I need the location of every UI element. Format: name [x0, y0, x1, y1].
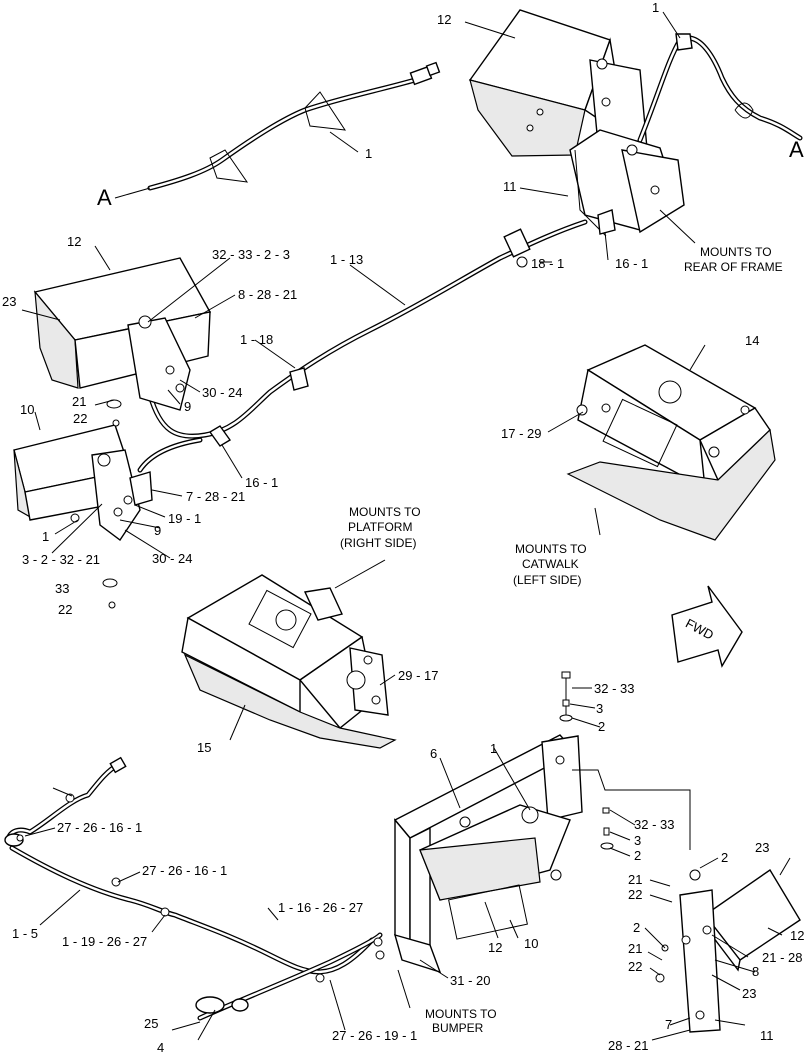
- callout-1d: 1: [490, 741, 497, 756]
- callout-10b: 10: [524, 936, 538, 951]
- callout-23c: 23: [742, 986, 756, 1001]
- callout-30-24a: 30 - 24: [202, 385, 242, 400]
- note-catwalk-line3: (LEFT SIDE): [513, 573, 581, 587]
- callout-1-16-26-27: 1 - 16 - 26 - 27: [278, 900, 363, 915]
- callout-1-13: 1 - 13: [330, 252, 363, 267]
- left-lower-lamp: [13, 424, 153, 542]
- note-platform-line3: (RIGHT SIDE): [340, 536, 416, 550]
- callout-27-26-16-1b: 27 - 26 - 16 - 1: [142, 863, 227, 878]
- callout-15: 15: [197, 740, 211, 755]
- callout-2d: 2: [633, 920, 640, 935]
- note-catwalk-line1: MOUNTS TO: [515, 542, 587, 556]
- mount-notes: MOUNTS TO REAR OF FRAME MOUNTS TO PLATFO…: [340, 245, 783, 1035]
- callout-12a: 12: [437, 12, 451, 27]
- callout-16-1b: 16 - 1: [245, 475, 278, 490]
- callout-30-24b: 30 - 24: [152, 551, 192, 566]
- callout-33a: 33: [55, 581, 69, 596]
- callout-11b: 11: [760, 1028, 774, 1043]
- callout-8-28-21: 8 - 28 - 21: [238, 287, 297, 302]
- callout-18-1: 18 - 1: [531, 256, 564, 271]
- callout-19-1: 19 - 1: [168, 511, 201, 526]
- callout-25: 25: [144, 1016, 158, 1031]
- callout-3a: 3: [596, 701, 603, 716]
- callout-17-29: 17 - 29: [501, 426, 541, 441]
- callout-A-left: A: [97, 185, 112, 210]
- callout-27-26-16-1a: 27 - 26 - 16 - 1: [57, 820, 142, 835]
- callout-16-1a: 16 - 1: [615, 256, 648, 271]
- callout-12b: 12: [67, 234, 81, 249]
- top-right-harness: [637, 33, 803, 143]
- note-bumper-line1: MOUNTS TO: [425, 1007, 497, 1021]
- callout-3-2-32-21: 3 - 2 - 32 - 21: [22, 552, 100, 567]
- callout-32-33b: 32 - 33: [594, 681, 634, 696]
- platform-lamp: [181, 574, 397, 749]
- callout-7-28-21a: 7 - 28 - 21: [186, 489, 245, 504]
- callout-32-33-2-3: 32 - 33 - 2 - 3: [212, 247, 290, 262]
- callout-21b: 21: [628, 872, 642, 887]
- callout-23b: 23: [755, 840, 769, 855]
- callout-22d: 22: [628, 959, 642, 974]
- callout-31-20: 31 - 20: [450, 973, 490, 988]
- callout-1-5: 1 - 5: [12, 926, 38, 941]
- callout-23a: 23: [2, 294, 16, 309]
- callout-6: 6: [430, 746, 437, 761]
- callout-12d: 12: [790, 928, 804, 943]
- callout-21-28: 21 - 28: [762, 950, 802, 965]
- left-upper-lamp: [33, 257, 212, 411]
- callout-2b: 2: [634, 848, 641, 863]
- callout-22a: 22: [73, 411, 87, 426]
- rear-lamp-assembly: [468, 9, 685, 237]
- callout-12c: 12: [488, 940, 502, 955]
- note-bumper-line2: BUMPER: [432, 1021, 484, 1035]
- callout-9b: 9: [154, 523, 161, 538]
- callout-21c: 21: [628, 941, 642, 956]
- callout-29-17: 29 - 17: [398, 668, 438, 683]
- callout-28-21: 28 - 21: [608, 1038, 648, 1053]
- callout-3b: 3: [634, 833, 641, 848]
- callout-1-19-26-27: 1 - 19 - 26 - 27: [62, 934, 147, 949]
- callout-32-33c: 32 - 33: [634, 817, 674, 832]
- note-rear-frame-line2: REAR OF FRAME: [684, 260, 783, 274]
- callout-2a: 2: [598, 719, 605, 734]
- fwd-arrow: [671, 585, 743, 668]
- hardware-stack: [559, 671, 614, 850]
- note-platform-line1: MOUNTS TO: [349, 505, 421, 519]
- callout-27-26-19-1: 27 - 26 - 19 - 1: [332, 1028, 417, 1043]
- bumper-bracket: [393, 734, 691, 974]
- leader-lines: [21, 11, 791, 1041]
- bumper-harness: [4, 756, 385, 1021]
- callout-1a: 1: [652, 0, 659, 15]
- callout-8b: 8: [752, 964, 759, 979]
- callout-22c: 22: [628, 887, 642, 902]
- note-platform-line2: PLATFORM: [348, 520, 412, 534]
- callout-11a: 11: [503, 179, 517, 194]
- callout-10a: 10: [20, 402, 34, 417]
- note-catwalk-line2: CATWALK: [522, 557, 579, 571]
- callout-4: 4: [157, 1040, 164, 1055]
- callout-1c: 1: [42, 529, 49, 544]
- catwalk-lamp: [566, 344, 776, 541]
- callout-7b: 7: [665, 1017, 672, 1032]
- top-left-harness: [147, 61, 441, 191]
- callout-1-18: 1 - 18: [240, 332, 273, 347]
- callout-22b: 22: [58, 602, 72, 617]
- callout-14: 14: [745, 333, 759, 348]
- callout-9a: 9: [184, 399, 191, 414]
- callout-2c: 2: [721, 850, 728, 865]
- note-rear-frame-line1: MOUNTS TO: [700, 245, 772, 259]
- callout-1b: 1: [365, 146, 372, 161]
- right-small-lamp: [655, 868, 801, 1033]
- main-harness: [137, 219, 588, 473]
- callout-A-right: A: [789, 137, 804, 162]
- callout-21a: 21: [72, 394, 86, 409]
